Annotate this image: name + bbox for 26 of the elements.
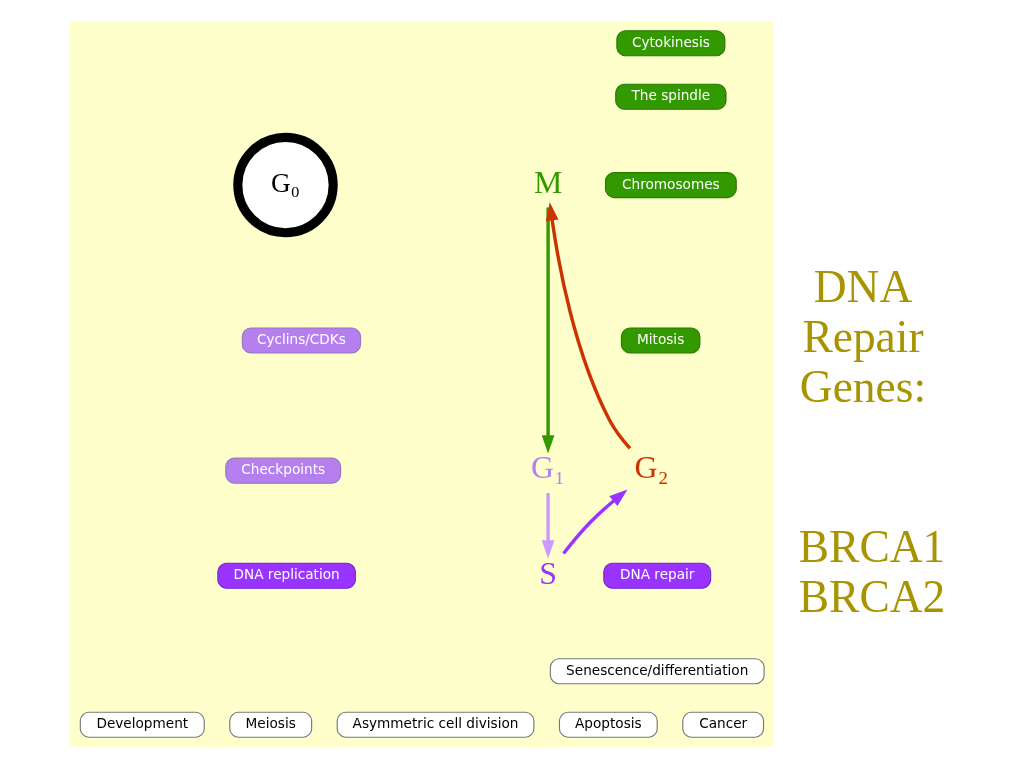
node-box: The spindle (615, 83, 727, 110)
node-text: S (539, 555, 557, 591)
node-box: Apoptosis (558, 711, 658, 738)
node-box: Checkpoints (225, 457, 342, 484)
arrow (545, 202, 632, 450)
arrow (541, 493, 555, 559)
node-box: Meiosis (229, 711, 313, 738)
node-box: Cyclins/CDKs (241, 327, 362, 354)
node-box: DNA replication (217, 562, 356, 589)
arrow (541, 207, 555, 454)
node-box: Mitosis (620, 327, 701, 354)
node-text: M (533, 164, 563, 200)
node-box: Cancer (682, 711, 765, 738)
node-box: Senescence/differentiation (549, 658, 765, 685)
node-box: Development (79, 711, 205, 738)
label: BRCA1 BRCA2 (798, 521, 946, 623)
arrow (562, 489, 628, 555)
node-text: G₁ (531, 450, 566, 486)
node-box: DNA repair (603, 562, 712, 589)
label: DNA Repair Genes: (799, 260, 927, 412)
node-box: Chromosomes (604, 172, 737, 199)
node-circle: G₀ (233, 132, 338, 238)
node-box: Asymmetric cell division (336, 711, 535, 738)
node-text: G₂ (634, 450, 669, 486)
node-box: Cytokinesis (616, 30, 726, 57)
cluster (70, 21, 774, 747)
